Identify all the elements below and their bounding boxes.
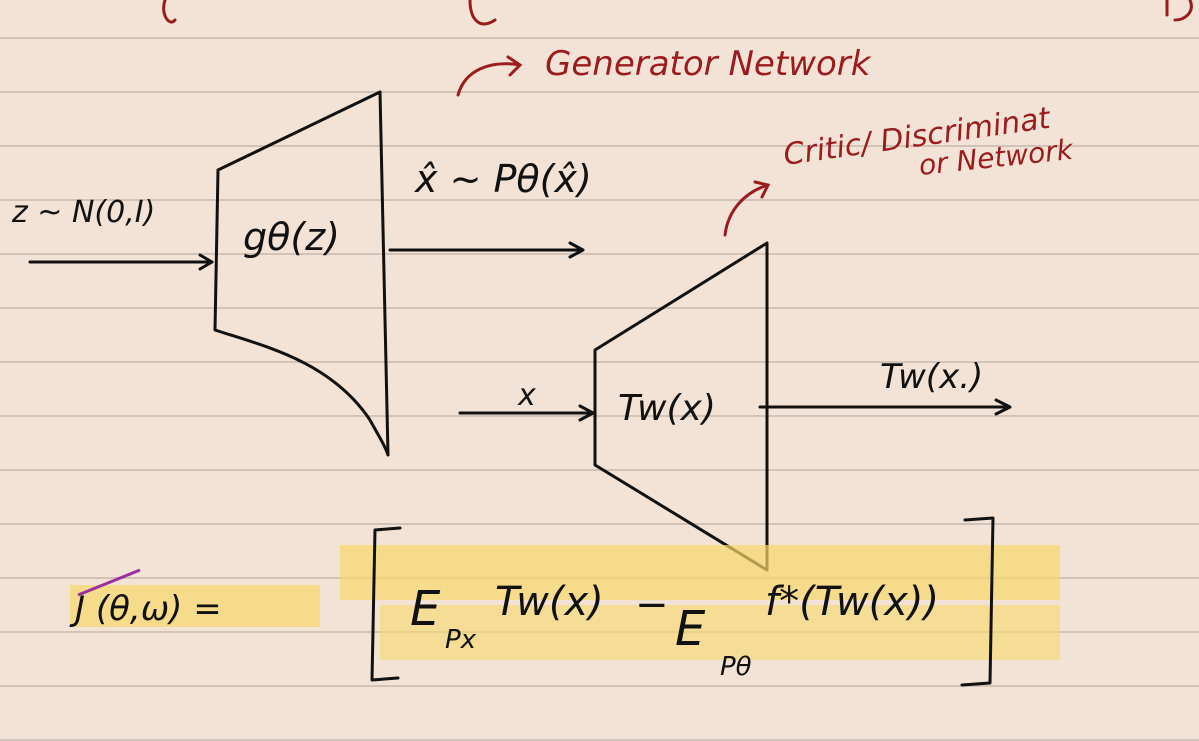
- generator-annotation: Generator Network: [545, 44, 872, 84]
- objective-term1-subscript: Px: [445, 625, 477, 655]
- critic-annotation-arrow: [723, 180, 771, 237]
- right-bracket: [960, 516, 995, 687]
- objective-highlight: [70, 545, 1060, 660]
- generator-function-label: gθ(z): [243, 215, 340, 259]
- ruled-lines: [0, 37, 1199, 741]
- objective-minus: −: [635, 582, 669, 628]
- generator-network-shape: [213, 90, 390, 457]
- critic-output-arrow: [758, 398, 1012, 416]
- cropped-top-handwriting: [162, 0, 1193, 26]
- purple-mark: [77, 568, 141, 597]
- critic-input-label: x: [517, 378, 536, 413]
- generator-annotation-arrow: [456, 55, 523, 97]
- critic-output-label: Tw(x.): [880, 357, 983, 397]
- critic-function-label: Tw(x): [618, 388, 716, 429]
- objective-term1-E: E: [410, 581, 441, 637]
- objective-term2-subscript: Pθ: [720, 652, 752, 682]
- objective-lhs: J (θ,ω) =: [69, 589, 222, 629]
- objective-term2-E: E: [675, 601, 706, 657]
- objective-term1-body: Tw(x): [495, 579, 604, 625]
- critic-input-arrow: [458, 404, 595, 422]
- generator-input-arrow: [28, 253, 214, 271]
- generator-input-label: z ~ N(0,I): [11, 195, 155, 230]
- objective-term2-body: f*(Tw(x)): [765, 579, 939, 625]
- generator-output-label: x̂ ~ Pθ(x̂): [414, 157, 592, 201]
- left-bracket: [370, 526, 402, 682]
- generator-output-arrow: [388, 241, 585, 259]
